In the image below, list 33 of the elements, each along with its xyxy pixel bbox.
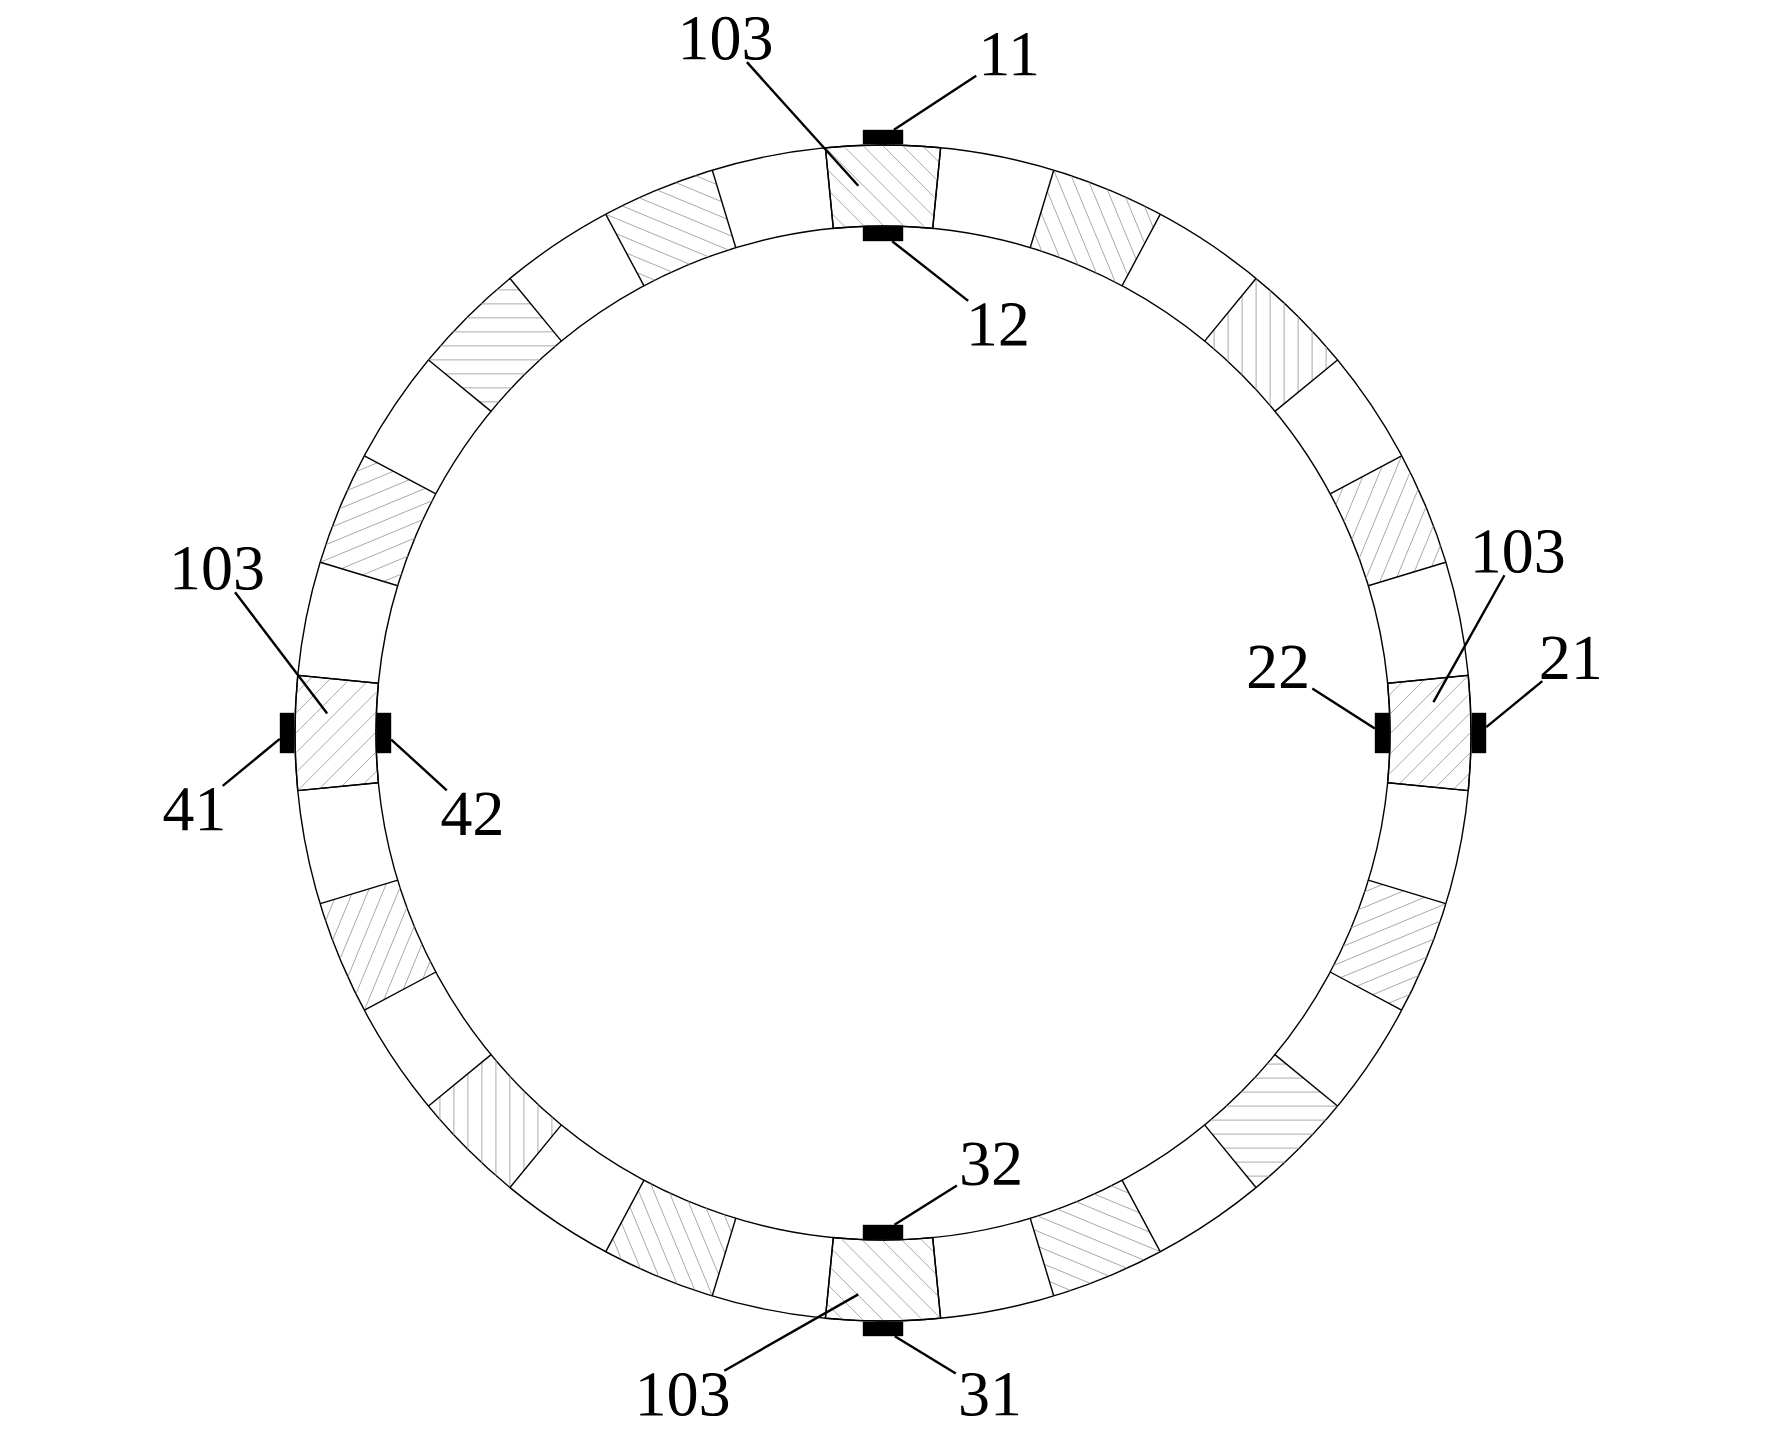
- callout-number: 22: [1248, 645, 1307, 688]
- callout-number: 32: [962, 1142, 1020, 1186]
- callout-number: 11: [984, 33, 1037, 76]
- electrode-pad: [1374, 712, 1390, 754]
- leader-line: [894, 1335, 957, 1375]
- electrode-pad: [376, 712, 392, 754]
- electrode-pad: [862, 129, 904, 145]
- callout-number: 12: [971, 303, 1027, 346]
- hatched-segment: [824, 1236, 942, 1322]
- electrode-pad: [862, 226, 904, 242]
- leader-line: [1432, 574, 1506, 703]
- hatched-segment: [294, 674, 380, 792]
- callout-number: 31: [961, 1373, 1019, 1416]
- callout-number: 103: [640, 1372, 729, 1417]
- electrode-pad: [862, 1321, 904, 1337]
- callout-number: 41: [163, 788, 223, 831]
- callout-number: 21: [1541, 636, 1599, 679]
- hatched-segment: [824, 144, 942, 230]
- electrode-pad: [279, 712, 295, 754]
- electrode-pad: [1471, 712, 1487, 754]
- leader-line: [1311, 687, 1376, 730]
- leader-line: [723, 1293, 859, 1372]
- callout-number: 42: [441, 792, 501, 835]
- callout-number: 103: [683, 16, 771, 60]
- leader-line: [893, 1184, 958, 1226]
- electrode-pad: [862, 1224, 904, 1240]
- leader-line: [746, 61, 860, 187]
- callout-number: 103: [1475, 529, 1564, 574]
- hatched-segment: [1386, 674, 1472, 792]
- leader-line: [390, 738, 448, 792]
- leader-line: [234, 591, 329, 715]
- callout-number: 103: [174, 546, 263, 590]
- leader-line: [893, 74, 977, 131]
